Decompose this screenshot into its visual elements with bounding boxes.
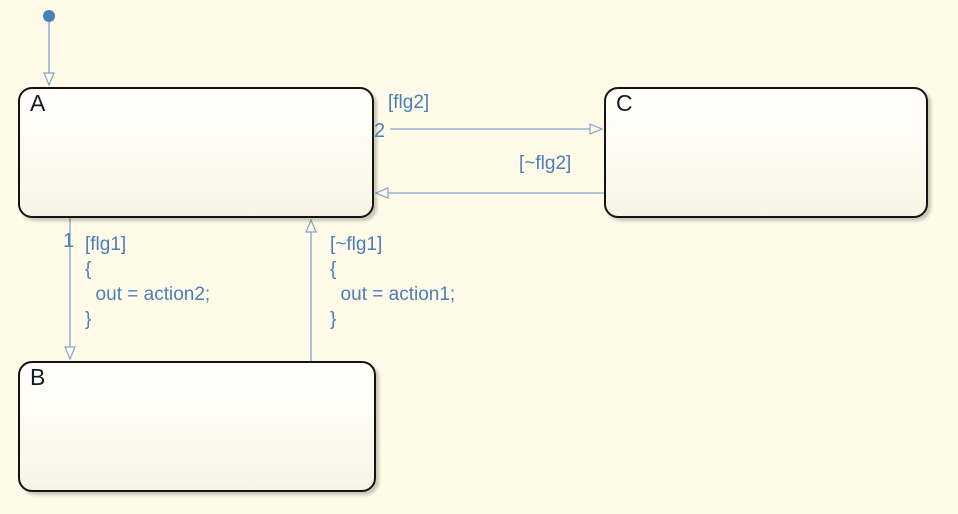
state-A-label: A bbox=[30, 90, 46, 116]
priority-marker-a-to-c[interactable]: 2 bbox=[374, 120, 386, 142]
transition-label-a-to-b-brace-close: } bbox=[85, 309, 92, 330]
transition-label-b-to-a-brace-close: } bbox=[330, 309, 337, 330]
transition-label-a-to-b[interactable]: [flg1] { out = action2; } bbox=[85, 232, 210, 332]
default-transition-wire bbox=[43, 10, 55, 85]
transition-label-c-to-a[interactable]: [~flg2] bbox=[519, 153, 572, 174]
transition-label-a-to-b-action: out = action2; bbox=[85, 284, 211, 305]
state-C-label: C bbox=[616, 90, 633, 116]
transition-label-a-to-b-brace-open: { bbox=[85, 259, 92, 280]
transition-label-b-to-a[interactable]: [~flg1] { out = action1; } bbox=[330, 232, 455, 332]
state-C[interactable]: C bbox=[604, 87, 928, 218]
state-A[interactable]: A bbox=[18, 87, 374, 218]
transition-label-b-to-a-action: out = action1; bbox=[330, 284, 456, 305]
transition-label-b-to-a-condition: [~flg1] bbox=[330, 234, 383, 255]
priority-marker-a-to-b[interactable]: 1 bbox=[63, 230, 75, 252]
transition-label-b-to-a-brace-open: { bbox=[330, 259, 337, 280]
state-B[interactable]: B bbox=[18, 361, 376, 492]
transition-label-a-to-c[interactable]: [flg2] bbox=[388, 92, 430, 113]
transition-label-a-to-b-condition: [flg1] bbox=[85, 234, 127, 255]
state-B-label: B bbox=[30, 364, 46, 390]
